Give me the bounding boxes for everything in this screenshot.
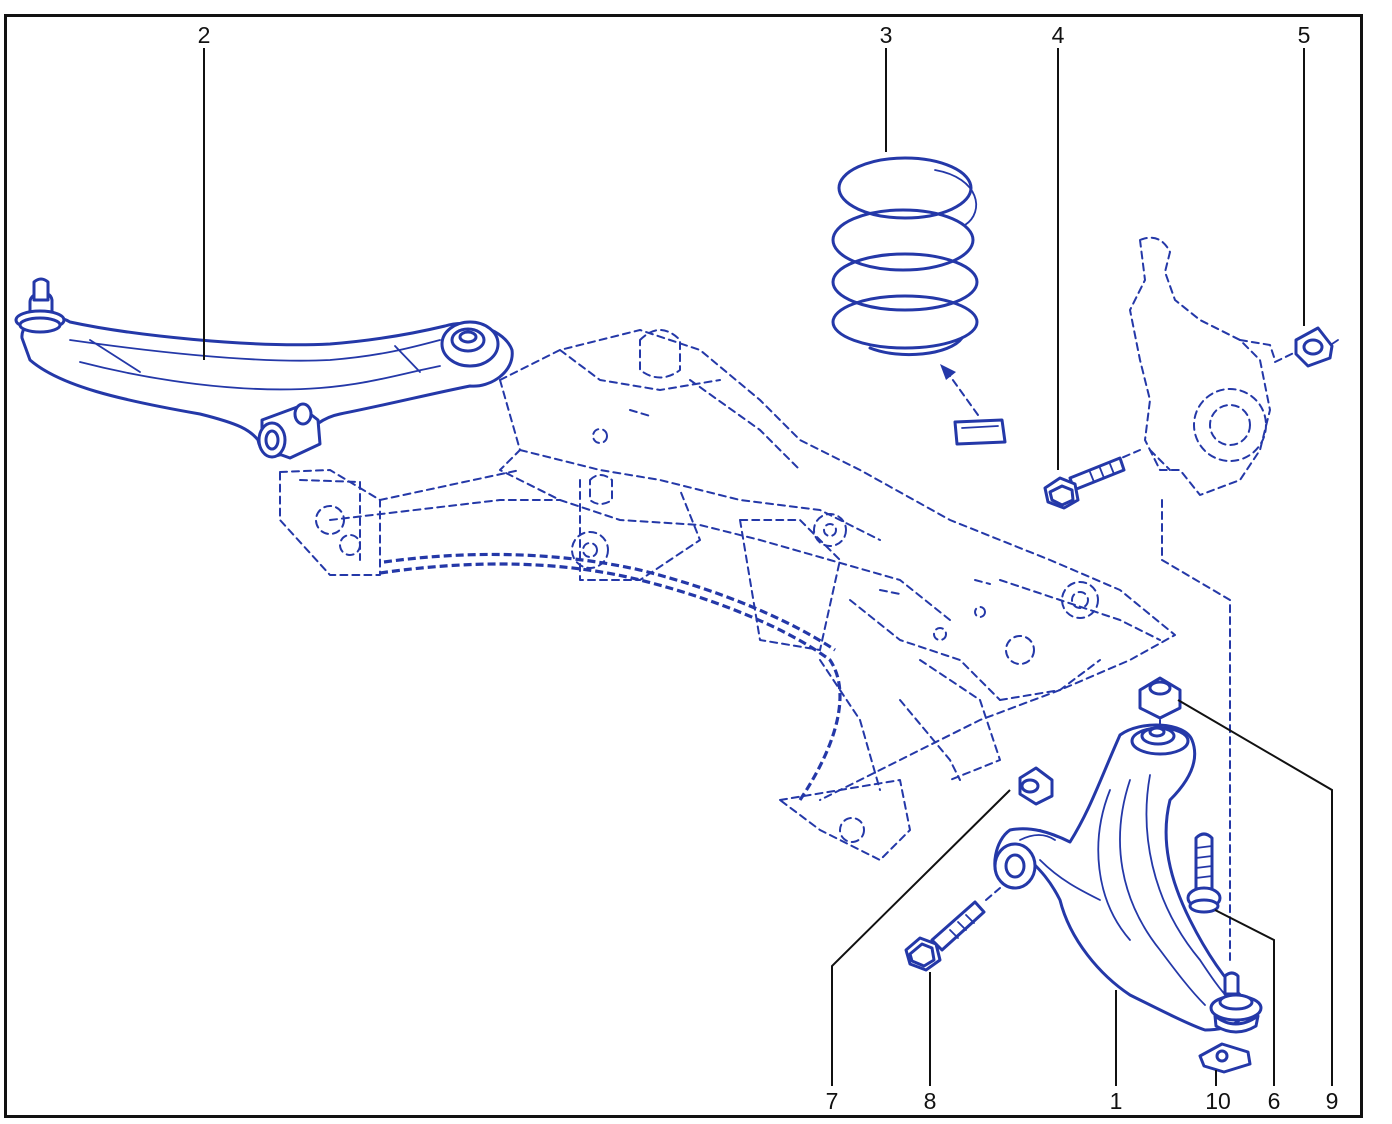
callout-2: 2 bbox=[197, 22, 211, 48]
knuckle-bolt bbox=[1043, 456, 1126, 510]
shim-plate bbox=[1198, 1042, 1252, 1074]
ball-joint-bolt bbox=[1186, 832, 1222, 914]
front-bushing-nut bbox=[1018, 766, 1061, 839]
callout-7: 7 bbox=[825, 1088, 839, 1114]
subframe-ghost bbox=[279, 329, 1176, 861]
callout-8: 8 bbox=[923, 1088, 937, 1114]
steering-knuckle bbox=[1111, 236, 1301, 961]
upper-control-arm bbox=[14, 277, 514, 460]
knuckle-nut bbox=[1294, 326, 1339, 368]
front-bushing-bolt bbox=[904, 887, 1001, 972]
callout-1: 1 bbox=[1109, 1088, 1123, 1114]
leader-lines bbox=[203, 48, 1333, 1086]
rear-bushing-nut bbox=[1138, 676, 1182, 731]
callout-6: 6 bbox=[1267, 1088, 1281, 1114]
callout-5: 5 bbox=[1297, 22, 1311, 48]
callout-4: 4 bbox=[1051, 22, 1065, 48]
callout-10: 10 bbox=[1205, 1088, 1231, 1114]
lower-control-arm bbox=[993, 723, 1263, 1034]
diagram-frame bbox=[4, 14, 1363, 1118]
callout-3: 3 bbox=[879, 22, 893, 48]
coil-spring bbox=[831, 156, 1007, 446]
callout-9: 9 bbox=[1325, 1088, 1339, 1114]
